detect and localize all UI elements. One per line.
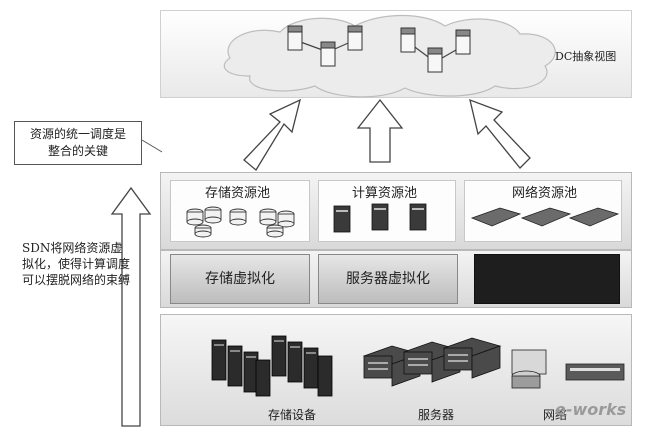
- network-devices-label: 网络: [543, 408, 568, 422]
- servers-label: 服务器: [418, 408, 455, 422]
- arrow-up-left-icon: [469, 98, 531, 169]
- callout-line1: 资源的统一调度是: [29, 127, 126, 141]
- watermark-logo: e-works: [555, 400, 627, 419]
- network-card-icon: [511, 349, 625, 389]
- server-tower-icon: [333, 203, 427, 233]
- network-switch-icon: [470, 207, 620, 227]
- network-pool-label: 网络资源池: [512, 186, 578, 201]
- network-virtualization: [474, 254, 620, 304]
- storage-rack-icon: [211, 335, 333, 397]
- storage-pool-label: 存储资源池: [205, 186, 271, 201]
- blade-server-icon: [362, 337, 502, 387]
- sdn-note: SDN将网络资源虚拟化，使得计算调度可以摆脱网络的束缚: [22, 241, 131, 287]
- storage-virtualization: 存储虚拟化: [170, 254, 310, 304]
- disk-stack-icon: [186, 206, 295, 238]
- cloud-label: DC抽象视图: [555, 50, 617, 63]
- compute-pool-label: 计算资源池: [352, 186, 418, 201]
- cloud-shape: [223, 14, 556, 98]
- callout-line2: 整合的关键: [47, 144, 108, 158]
- server-virtualization: 服务器虚拟化: [318, 254, 458, 304]
- arrow-up-icon: [356, 98, 404, 163]
- arrow-up-right-icon: [243, 98, 301, 171]
- storage-devices-label: 存储设备: [268, 408, 317, 422]
- callout-box: 资源的统一调度是 整合的关键: [14, 121, 142, 165]
- server-icon: [287, 25, 471, 73]
- arrow-up-tall-icon: [110, 186, 152, 427]
